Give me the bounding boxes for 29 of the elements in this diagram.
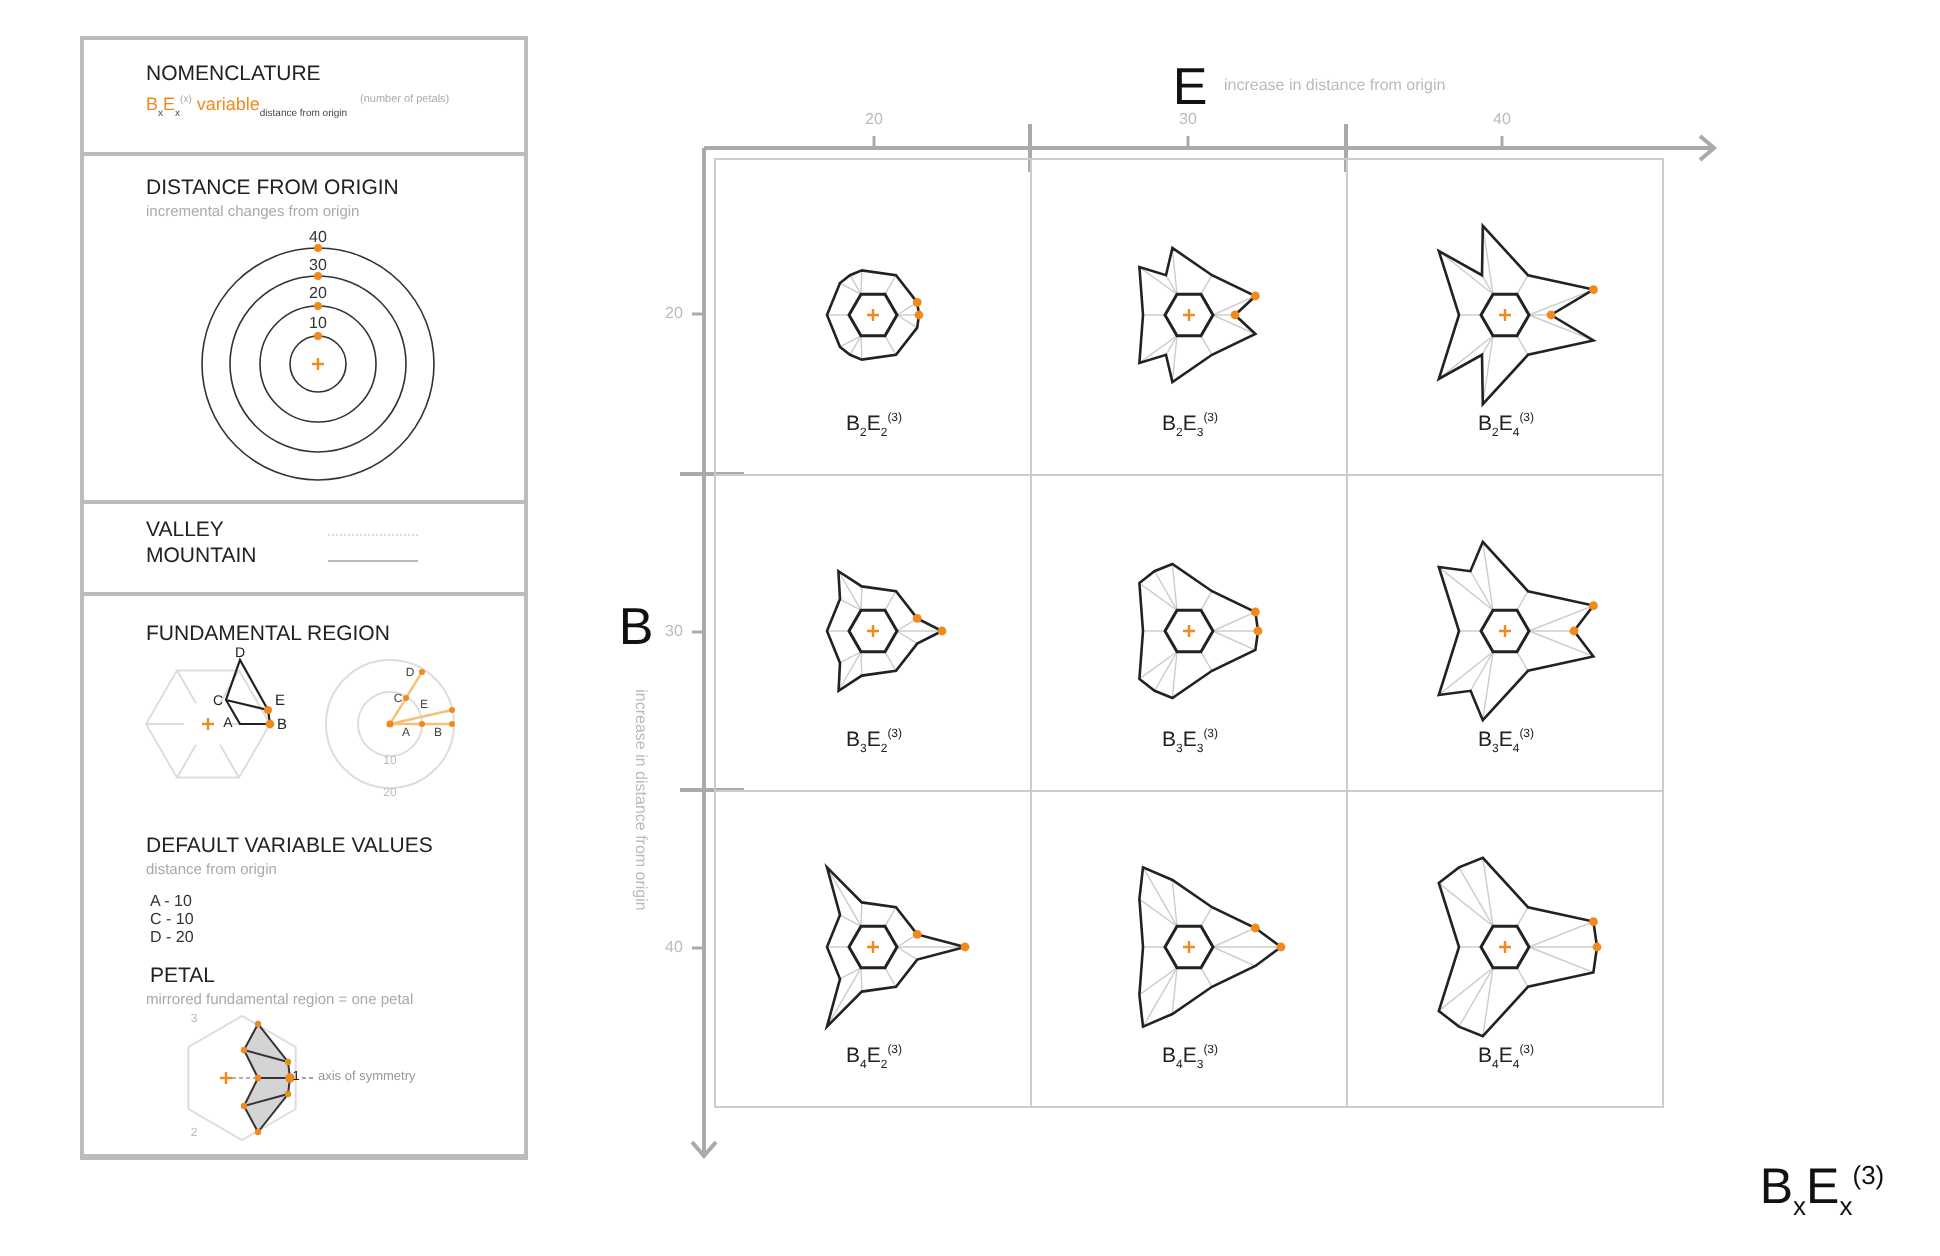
legend-label: MOUNTAIN [146, 546, 257, 570]
nomenclature-formula: B$_{x}$E$_{x}$$^{(x)}$ variable$_{distance from origin}$ [146, 96, 348, 116]
axis-title: E [1172, 60, 1208, 112]
section-heading: PETAL [150, 966, 215, 990]
value-text: D - 20 [150, 930, 194, 948]
tick-label: 40 [1493, 112, 1511, 128]
axis-title: B [618, 600, 654, 652]
ring-value: 20 [309, 286, 327, 302]
tick-label: 40 [665, 940, 683, 956]
ring-value: 10 [309, 316, 327, 332]
tick-label: 20 [665, 306, 683, 322]
grid-cell [714, 790, 1032, 1108]
grid-cell [1346, 158, 1664, 476]
tick-label: 30 [1179, 112, 1197, 128]
section-heading: FUNDAMENTAL REGION [146, 624, 390, 647]
tick-label: 20 [865, 112, 883, 128]
section-heading: DISTANCE FROM ORIGIN [146, 178, 399, 202]
section-heading: DEFAULT VARIABLE VALUES [146, 836, 433, 860]
value-text: C - 10 [150, 912, 194, 930]
grid-cell [1346, 790, 1664, 1108]
axis-description: increase in distance from origin [632, 689, 648, 911]
ring-value: 40 [309, 230, 327, 246]
ring-value: 30 [309, 258, 327, 274]
grid-cell [714, 158, 1032, 476]
value-text: A - 10 [150, 894, 192, 912]
axis-description: increase in distance from origin [1224, 78, 1446, 94]
tick-label: 30 [665, 624, 683, 640]
section-heading: NOMENCLATURE [146, 64, 321, 88]
legend-label: VALLEY [146, 520, 224, 544]
